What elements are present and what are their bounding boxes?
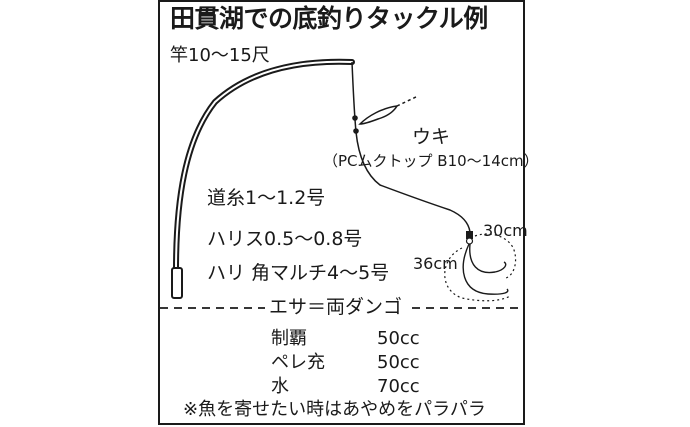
rod-label: 竿10〜15尺: [170, 45, 270, 66]
harris-short: [469, 243, 507, 274]
diagram-frame: [158, 0, 525, 425]
ingredient-amount: 50cc: [377, 352, 420, 373]
float-body: [358, 105, 399, 125]
rod-grip: [171, 267, 183, 299]
harris-long: [462, 243, 509, 295]
harris-swivel-ring: [465, 237, 474, 245]
bait-title: エサ＝両ダンゴ: [265, 298, 407, 317]
line-label: 道糸1〜1.2号: [207, 187, 326, 209]
ingredient-name: ペレ充: [271, 352, 325, 373]
float: [352, 95, 419, 134]
harris-swivel: [466, 231, 473, 239]
ingredient-amount: 70cc: [377, 376, 420, 397]
float-label: ウキ: [412, 126, 451, 148]
length-indicator-30: [474, 233, 517, 279]
main-line: [351, 61, 357, 133]
float-stopper-bottom: [353, 128, 359, 134]
leader-length-short: 30cm: [483, 221, 528, 240]
ingredient-name: 制覇: [271, 328, 307, 349]
bait-note: ※魚を寄せたい時はあやめをパラパラ: [183, 399, 486, 420]
ingredient-amount: 50cc: [377, 328, 420, 349]
leader-length-long: 36cm: [413, 254, 458, 273]
float-spec: （PCムクトップ B10〜14cm）: [323, 152, 539, 170]
float-top: [396, 95, 419, 107]
ingredient-name: 水: [271, 376, 289, 397]
rod: [171, 58, 355, 299]
diagram-title: 田貫湖での底釣りタックル例: [170, 4, 488, 33]
rod-body-highlight: [175, 60, 353, 271]
hook-label: ハリ 角マルチ4〜5号: [207, 262, 390, 284]
float-stopper-top: [352, 115, 358, 121]
line-to-harris: [355, 131, 471, 233]
harris-label: ハリス0.5〜0.8号: [207, 228, 363, 250]
